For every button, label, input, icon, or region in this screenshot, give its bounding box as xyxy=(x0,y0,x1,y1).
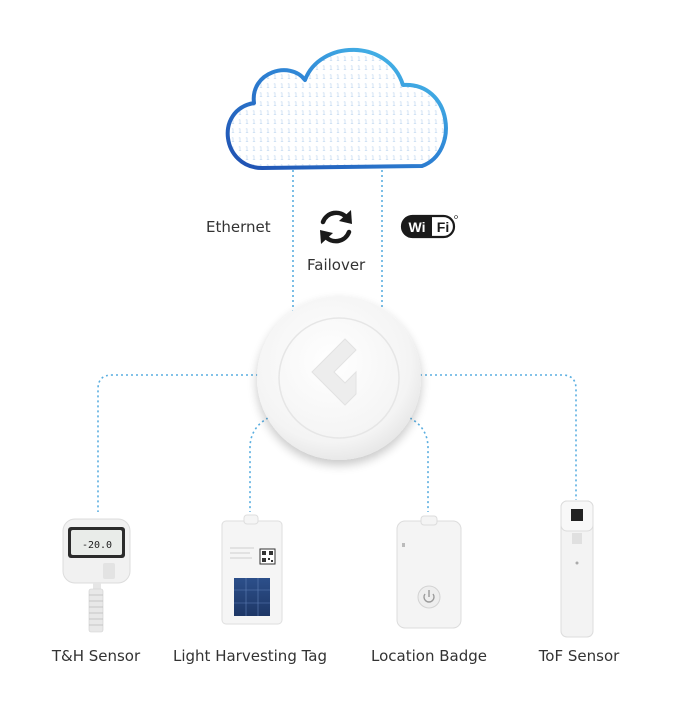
wifi-logo-icon: Wi Fi xyxy=(400,214,458,239)
power-icon xyxy=(423,593,435,603)
cloud-gateway-connectors xyxy=(292,170,383,312)
light-harvesting-tag-label: Light Harvesting Tag xyxy=(173,647,327,665)
tof-sensor-label: ToF Sensor xyxy=(538,647,620,665)
device-connectors xyxy=(97,374,577,512)
cloud-icon xyxy=(225,47,448,170)
ethernet-label: Ethernet xyxy=(206,218,271,236)
wifi-logo-text: Wi xyxy=(409,219,426,235)
th-sensor-display: -20.0 xyxy=(82,540,112,551)
gateway-icon xyxy=(257,296,421,460)
wifi-logo-text-fi: Fi xyxy=(437,219,449,235)
location-badge-device xyxy=(396,515,462,629)
sync-arrows-icon xyxy=(320,210,352,244)
failover-label: Failover xyxy=(307,256,366,274)
tof-sensor-device xyxy=(560,500,594,638)
light-harvesting-tag-device xyxy=(221,514,283,625)
th-sensor-device: -20.0 xyxy=(62,518,131,633)
th-sensor-label: T&H Sensor xyxy=(51,647,141,665)
location-badge-label: Location Badge xyxy=(371,647,487,665)
